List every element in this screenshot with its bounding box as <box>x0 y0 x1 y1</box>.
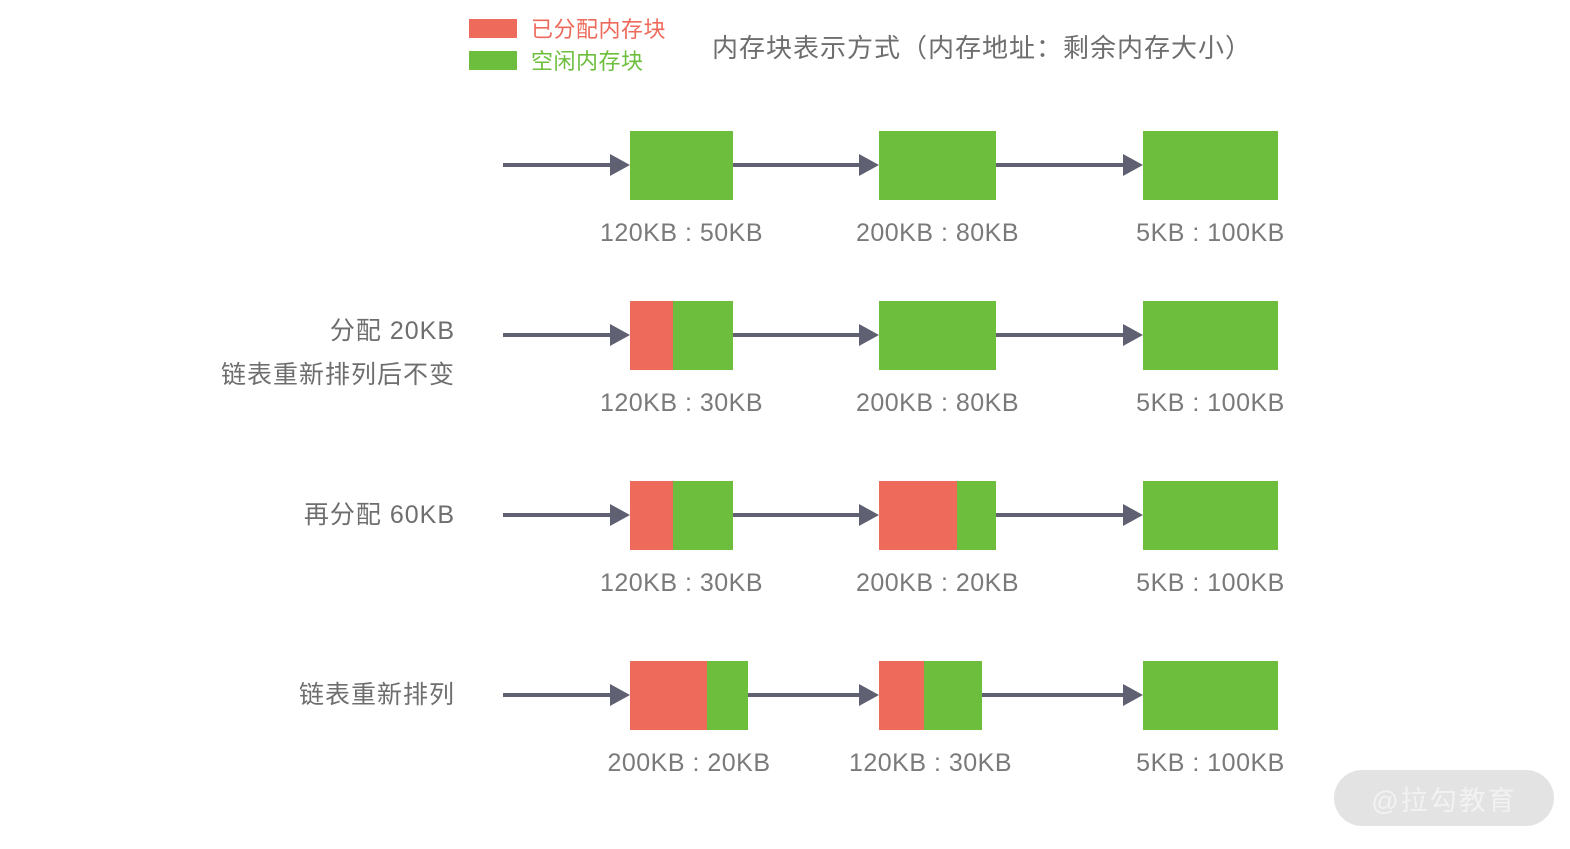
free-segment <box>630 131 733 200</box>
row-label-line1: 链表重新排列 <box>298 681 455 709</box>
row-label: 分配 20KB 链表重新排列后不变 <box>221 309 455 397</box>
row-label: 再分配 60KB <box>304 493 455 537</box>
list-next-arrow <box>748 684 879 706</box>
arrow-head-icon <box>859 504 879 526</box>
free-segment <box>924 661 982 730</box>
list-next-arrow <box>982 684 1143 706</box>
memory-block-caption: 5KB : 100KB <box>1136 389 1285 417</box>
arrow-head-icon <box>610 504 630 526</box>
memory-block-caption: 200KB : 20KB <box>607 749 771 777</box>
arrow-shaft <box>982 693 1124 697</box>
memory-row: 链表重新排列 200KB : 20KB 120KB : 30KB 5KB : 100K… <box>0 661 1570 781</box>
free-segment <box>706 661 748 730</box>
memory-block[interactable] <box>1143 661 1278 730</box>
arrow-shaft <box>503 693 611 697</box>
arrow-shaft <box>996 163 1124 167</box>
legend-label-allocated: 已分配内存块 <box>531 17 667 42</box>
arrow-shaft <box>748 693 860 697</box>
diagram-title: 内存块表示方式（内存地址：剩余内存大小） <box>712 33 1253 63</box>
memory-block[interactable] <box>879 131 996 200</box>
list-head-arrow <box>503 684 630 706</box>
memory-block[interactable] <box>879 481 996 550</box>
legend-item-free: 空闲内存块 <box>469 44 666 76</box>
list-next-arrow <box>996 504 1143 526</box>
list-next-arrow <box>733 154 879 176</box>
memory-block-caption: 200KB : 20KB <box>855 569 1020 597</box>
arrow-head-icon <box>1123 504 1143 526</box>
memory-block[interactable] <box>630 661 748 730</box>
memory-block-caption: 120KB : 30KB <box>599 389 764 417</box>
row-label-line1: 再分配 60KB <box>303 501 455 529</box>
arrow-shaft <box>503 333 611 337</box>
arrow-shaft <box>733 163 860 167</box>
arrow-head-icon <box>859 324 879 346</box>
free-segment <box>1143 481 1278 550</box>
arrow-head-icon <box>1123 154 1143 176</box>
allocated-segment <box>630 661 707 730</box>
free-segment <box>673 301 733 370</box>
row-label: 链表重新排列 <box>299 673 455 717</box>
arrow-head-icon <box>859 684 879 706</box>
arrow-head-icon <box>610 684 630 706</box>
allocated-segment <box>879 481 958 550</box>
memory-block[interactable] <box>630 301 733 370</box>
memory-block[interactable] <box>879 301 996 370</box>
arrow-shaft <box>503 163 611 167</box>
memory-block[interactable] <box>879 661 982 730</box>
memory-row: 再分配 60KB 120KB : 30KB 200KB : 20KB 5KB : 10… <box>0 481 1570 601</box>
arrow-head-icon <box>610 324 630 346</box>
memory-block[interactable] <box>630 131 733 200</box>
allocated-segment <box>630 481 674 550</box>
list-next-arrow <box>733 324 879 346</box>
memory-block-caption: 120KB : 30KB <box>599 569 764 597</box>
memory-block-caption: 120KB : 30KB <box>848 749 1013 777</box>
watermark: @拉勾教育 <box>1334 770 1554 826</box>
free-segment <box>1143 301 1278 370</box>
arrow-head-icon <box>859 154 879 176</box>
free-segment <box>673 481 733 550</box>
memory-block[interactable] <box>1143 131 1278 200</box>
legend-label-free: 空闲内存块 <box>531 49 644 74</box>
arrow-shaft <box>733 513 860 517</box>
legend-swatch-free <box>469 50 517 70</box>
arrow-shaft <box>733 333 860 337</box>
arrow-shaft <box>503 513 611 517</box>
memory-row: 分配 20KB 链表重新排列后不变 120KB : 30KB 200KB : 80KB… <box>0 301 1570 421</box>
memory-block[interactable] <box>1143 481 1278 550</box>
arrow-head-icon <box>1123 324 1143 346</box>
legend: 已分配内存块 空闲内存块 <box>469 12 666 76</box>
memory-block-caption: 120KB : 50KB <box>599 219 764 247</box>
memory-block-caption: 5KB : 100KB <box>1136 219 1285 247</box>
legend-swatch-allocated <box>469 18 517 38</box>
memory-block-caption: 5KB : 100KB <box>1136 749 1285 777</box>
legend-item-allocated: 已分配内存块 <box>469 12 666 44</box>
list-head-arrow <box>503 324 630 346</box>
list-next-arrow <box>733 504 879 526</box>
list-head-arrow <box>503 504 630 526</box>
memory-block-caption: 200KB : 80KB <box>855 219 1020 247</box>
list-head-arrow <box>503 154 630 176</box>
memory-block[interactable] <box>630 481 733 550</box>
row-label-line1: 分配 20KB <box>329 317 455 345</box>
allocated-segment <box>630 301 674 370</box>
free-segment <box>1143 131 1278 200</box>
arrow-head-icon <box>1123 684 1143 706</box>
memory-block-caption: 200KB : 80KB <box>855 389 1020 417</box>
free-segment <box>879 131 996 200</box>
row-label-line2: 链表重新排列后不变 <box>220 361 455 389</box>
free-segment <box>879 301 996 370</box>
list-next-arrow <box>996 154 1143 176</box>
free-segment <box>1143 661 1278 730</box>
arrow-shaft <box>996 333 1124 337</box>
free-segment <box>957 481 996 550</box>
allocated-segment <box>879 661 925 730</box>
memory-block-caption: 5KB : 100KB <box>1136 569 1285 597</box>
arrow-head-icon <box>610 154 630 176</box>
arrow-shaft <box>996 513 1124 517</box>
memory-row: 120KB : 50KB 200KB : 80KB 5KB : 100KB <box>0 131 1570 251</box>
memory-block[interactable] <box>1143 301 1278 370</box>
list-next-arrow <box>996 324 1143 346</box>
